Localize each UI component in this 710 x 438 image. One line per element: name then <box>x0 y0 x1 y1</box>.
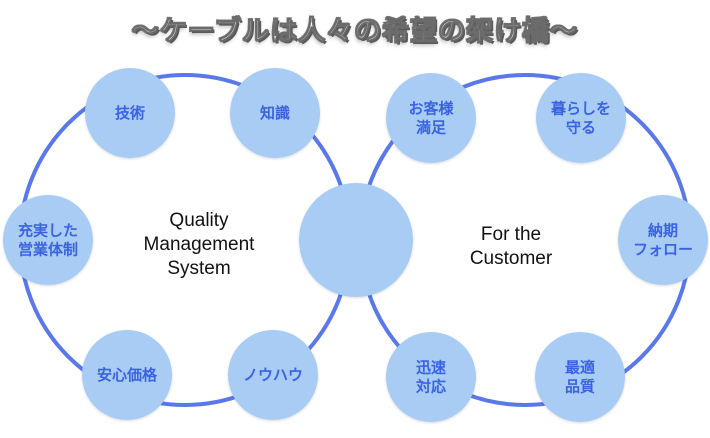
node-protect-life-circle <box>536 73 626 163</box>
node-chishiki-circle <box>230 68 320 158</box>
node-price: 安心価格 <box>82 330 172 420</box>
node-quick-response-label: 迅速 <box>416 359 446 377</box>
left-ring-label: System <box>167 258 230 279</box>
node-knowhow-label: ノウハウ <box>243 366 303 384</box>
node-sales-system-label: 充実した <box>18 222 78 240</box>
node-gijutsu-label: 技術 <box>115 104 145 122</box>
node-chishiki: 知識 <box>230 68 320 158</box>
node-best-quality-label: 品質 <box>565 378 595 396</box>
left-ring-label: Quality <box>169 210 229 231</box>
right-ring-label: Customer <box>470 248 553 269</box>
nodes-layer: 技術知識充実した営業体制安心価格ノウハウお客様満足暮らしを守る納期フォロー迅速対… <box>3 68 708 422</box>
node-sales-system-label: 営業体制 <box>18 241 78 259</box>
node-quick-response-label: 対応 <box>415 378 446 396</box>
center-node-circle <box>299 183 413 297</box>
node-satisfaction-label: 満足 <box>416 119 447 137</box>
node-quick-response-circle <box>386 332 476 422</box>
node-price-label: 安心価格 <box>97 366 158 384</box>
node-protect-life-label: 守る <box>566 119 596 137</box>
node-gijutsu: 技術 <box>85 68 175 158</box>
left-ring-label: Management <box>144 234 256 255</box>
node-best-quality-label: 最適 <box>565 359 595 377</box>
node-price-circle <box>82 330 172 420</box>
node-best-quality-circle <box>535 332 625 422</box>
node-gijutsu-circle <box>85 68 175 158</box>
center-node <box>299 183 413 297</box>
node-chishiki-label: 知識 <box>260 104 290 122</box>
node-satisfaction-circle <box>386 73 476 163</box>
node-satisfaction-label: お客様 <box>408 100 454 118</box>
page-title: ～ケーブルは人々の希望の架け橋～ <box>131 16 579 48</box>
node-delivery-follow-circle <box>618 195 708 285</box>
node-knowhow: ノウハウ <box>228 330 318 420</box>
node-delivery-follow-label: 納期 <box>648 222 678 240</box>
node-delivery-follow-label: フォロー <box>633 241 693 259</box>
node-sales-system-circle <box>3 195 93 285</box>
node-protect-life-label: 暮らしを <box>550 100 611 118</box>
right-ring-label: For the <box>481 224 541 245</box>
node-knowhow-circle <box>228 330 318 420</box>
